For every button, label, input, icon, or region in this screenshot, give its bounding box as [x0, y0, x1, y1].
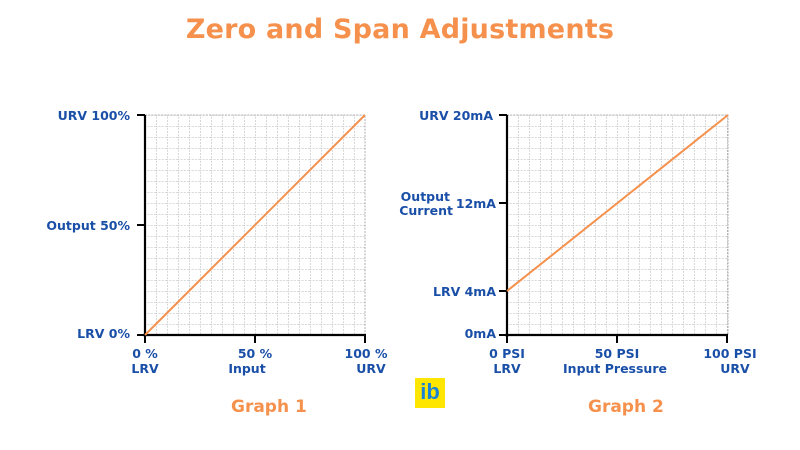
graph2-ylabel-mid-value: 12mA: [455, 196, 496, 211]
graph1-xlabel-left-value: 0 %: [132, 346, 158, 361]
graph1-caption: Graph 1: [231, 397, 307, 417]
graph1-xlabel-left-name: LRV: [131, 361, 159, 376]
graph1-xlabel-right-name: URV: [356, 361, 386, 376]
graph2-ylabel-mid-name-1: Output: [400, 189, 450, 204]
graph1-plot: [137, 114, 366, 343]
graph2-xlabel-right-value: 100 PSI: [703, 346, 757, 361]
page-title: Zero and Span Adjustments: [185, 14, 615, 45]
graph1-ylabel-bottom: LRV 0%: [77, 326, 130, 341]
graph2-xlabel-right-name: URV: [720, 361, 750, 376]
graph2-xlabel-left-name: LRV: [493, 361, 521, 376]
graph2-xlabel-mid-value: 50 PSI: [594, 346, 640, 361]
graph1-xlabel-right-value: 100 %: [344, 346, 388, 361]
graph2-ylabel-low: LRV 4mA: [432, 284, 496, 299]
graph1-ylabel-mid: Output 50%: [46, 218, 130, 233]
graph1-xlabel-mid-name: Input: [228, 361, 266, 376]
graph1-xlabel-mid-value: 50 %: [237, 346, 273, 361]
graph1-ylabel-top: URV 100%: [57, 108, 130, 123]
graph2-caption: Graph 2: [588, 397, 664, 417]
graph1-line: [144, 114, 366, 336]
graph2-ylabel-bottom: 0mA: [464, 326, 496, 341]
ib-logo: ib: [415, 378, 445, 408]
graph2-grid: [506, 114, 729, 336]
graph2-xlabel-mid-name: Input Pressure: [563, 361, 667, 376]
graph2-ylabel-top: URV 20mA: [419, 108, 493, 123]
graph2-line: [506, 114, 729, 292]
graph2-plot: [499, 114, 729, 343]
graph2-xlabel-left-value: 0 PSI: [489, 346, 525, 361]
graph2-ylabel-mid-name-2: Current: [399, 203, 453, 218]
